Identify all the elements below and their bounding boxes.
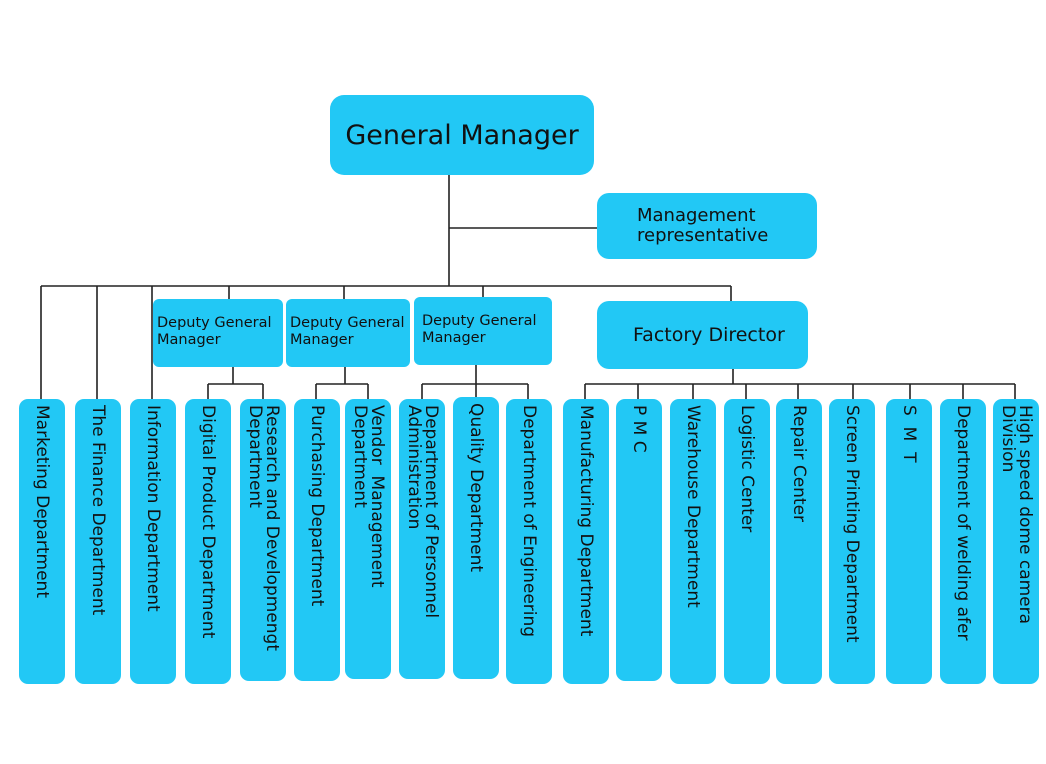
dept-vendor-management: Vendor Management Department xyxy=(345,399,391,679)
dept-engineering-label: Department of Engineering xyxy=(519,405,539,638)
dept-personnel-administration-label: Department of Personnel Administration xyxy=(404,405,441,619)
deputy-label-line1: Deputy General xyxy=(157,315,272,331)
dept-pmc-label: P M C xyxy=(629,405,649,453)
dept-engineering: Department of Engineering xyxy=(506,399,552,684)
dept-finance-label: The Finance Department xyxy=(88,405,108,616)
general-manager-label: General Manager xyxy=(345,119,579,151)
dept-screen-printing: Screen Printing Department xyxy=(829,399,875,684)
dept-screen-printing-label: Screen Printing Department xyxy=(842,405,862,643)
dept-smt: S M T xyxy=(886,399,932,684)
dept-welding: Department of welding afer xyxy=(940,399,986,684)
management-rep-line1: Management xyxy=(637,205,756,226)
dept-high-speed-dome-camera: High speed dome camera Division xyxy=(993,399,1039,684)
dept-digital-product-label: Digital Product Department xyxy=(198,405,218,639)
dept-digital-product: Digital Product Department xyxy=(185,399,231,684)
dept-quality-label: Quality Department xyxy=(466,403,486,573)
dept-marketing: Marketing Department xyxy=(19,399,65,684)
dept-logistic-center-label: Logistic Center xyxy=(737,405,757,533)
dept-manufacturing-label: Manufacturing Department xyxy=(576,405,596,637)
dept-warehouse: Warehouse Department xyxy=(670,399,716,684)
general-manager-node: General Manager xyxy=(330,95,594,175)
deputy-general-manager-node-2: Deputy General Manager xyxy=(286,299,410,367)
deputy-label-line1: Deputy General xyxy=(290,315,405,331)
deputy-label-line2: Manager xyxy=(290,332,354,348)
dept-research-development: Research and Developmengt Department xyxy=(240,399,286,681)
deputy-label-line2: Manager xyxy=(157,332,221,348)
deputy-general-manager-node-1: Deputy General Manager xyxy=(153,299,283,367)
dept-repair-center-label: Repair Center xyxy=(789,405,809,523)
deputy-general-manager-node-3: Deputy General Manager xyxy=(414,297,552,365)
dept-information-label: Information Department xyxy=(143,405,163,612)
dept-finance: The Finance Department xyxy=(75,399,121,684)
dept-information: Information Department xyxy=(130,399,176,684)
dept-welding-label: Department of welding afer xyxy=(953,405,973,641)
dept-purchasing: Purchasing Department xyxy=(294,399,340,681)
dept-high-speed-dome-camera-label: High speed dome camera Division xyxy=(998,405,1035,625)
deputy-label-line1: Deputy General xyxy=(422,313,537,329)
factory-director-node: Factory Director xyxy=(597,301,808,369)
dept-marketing-label: Marketing Department xyxy=(32,405,52,599)
dept-quality: Quality Department xyxy=(453,397,499,679)
dept-personnel-administration: Department of Personnel Administration xyxy=(399,399,445,679)
management-representative-node: Management representative xyxy=(597,193,817,259)
dept-smt-label: S M T xyxy=(899,405,919,463)
dept-research-development-label: Research and Developmengt Department xyxy=(245,405,282,652)
management-rep-line2: representative xyxy=(637,225,769,246)
dept-vendor-management-label: Vendor Management Department xyxy=(350,405,387,588)
dept-logistic-center: Logistic Center xyxy=(724,399,770,684)
dept-pmc: P M C xyxy=(616,399,662,681)
deputy-label-line2: Manager xyxy=(422,330,486,346)
factory-director-label: Factory Director xyxy=(633,324,785,346)
dept-warehouse-label: Warehouse Department xyxy=(683,405,703,608)
dept-manufacturing: Manufacturing Department xyxy=(563,399,609,684)
dept-purchasing-label: Purchasing Department xyxy=(307,405,327,607)
dept-repair-center: Repair Center xyxy=(776,399,822,684)
